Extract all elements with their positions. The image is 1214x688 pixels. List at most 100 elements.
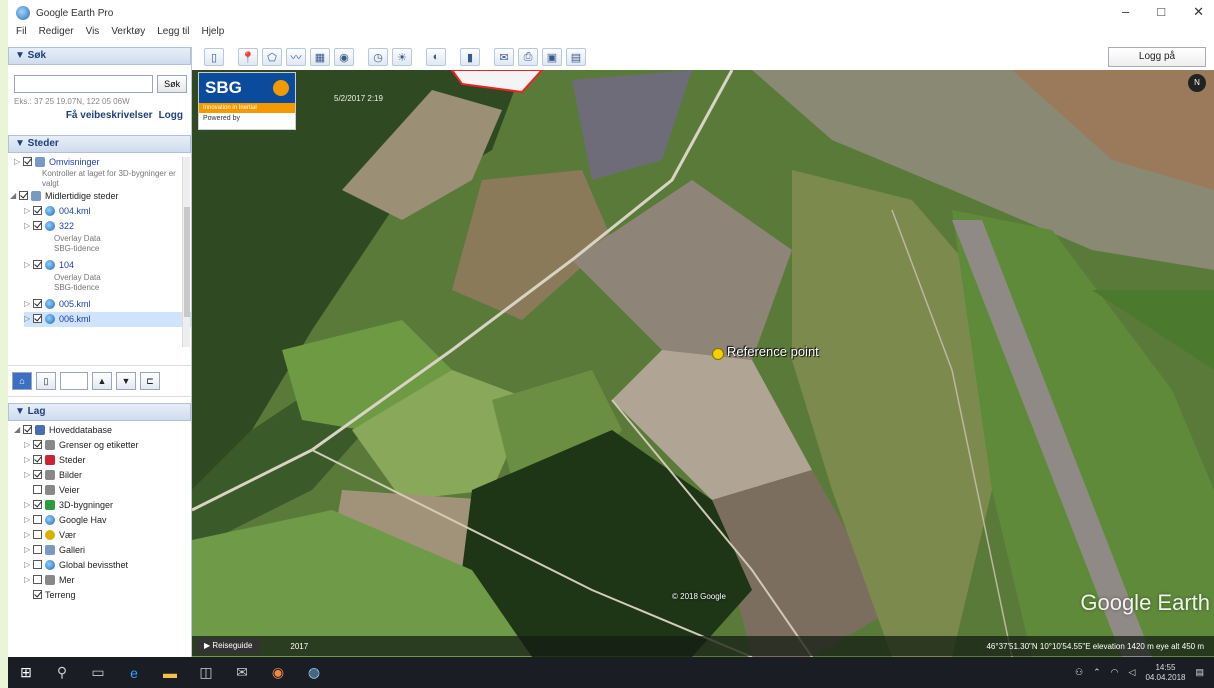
clock[interactable]: 14:55 04.04.2018 — [1145, 663, 1185, 683]
menu-help[interactable]: Hjelp — [201, 26, 225, 37]
menu-file[interactable]: Fil — [16, 26, 27, 37]
email-icon[interactable]: ✉ — [494, 48, 514, 66]
collapse-icon[interactable]: ◢ — [14, 425, 21, 434]
checkbox-icon[interactable] — [33, 530, 42, 539]
expand-icon[interactable]: ▷ — [24, 515, 31, 524]
expand-icon[interactable]: ▷ — [24, 206, 31, 215]
search-panel-header[interactable]: ▼ Søk — [8, 47, 191, 65]
layer-item[interactable]: ▷Global bevissthet — [24, 558, 191, 573]
windows-start-icon[interactable]: ⊞ — [20, 664, 32, 680]
layers-panel-header[interactable]: ▼ Lag — [8, 403, 191, 421]
checkbox-icon[interactable] — [33, 314, 42, 323]
directions-link[interactable]: Få veibeskrivelser — [65, 110, 153, 121]
layer-item[interactable]: ▷Mer — [24, 573, 191, 588]
layer-item[interactable]: ▷3D-bygninger — [24, 498, 191, 513]
history-icon[interactable]: ◷ — [368, 48, 388, 66]
maps-icon[interactable]: ▤ — [566, 48, 586, 66]
layer-item[interactable]: ▷Galleri — [24, 543, 191, 558]
layer-item[interactable]: ▷Grenser og etiketter — [24, 438, 191, 453]
file-explorer-icon[interactable]: ▬ — [163, 664, 177, 681]
folder-open-icon[interactable]: ⊏ — [140, 372, 160, 390]
store-icon[interactable]: ◫ — [199, 664, 213, 680]
overlay-icon[interactable]: ▦ — [310, 48, 330, 66]
polygon-icon[interactable]: ⬠ — [262, 48, 282, 66]
layer-item[interactable]: ▷Google Hav — [24, 513, 191, 528]
layer-item[interactable]: ▷Vær — [24, 528, 191, 543]
path-icon[interactable]: 〰 — [286, 48, 306, 66]
menu-edit[interactable]: Rediger — [38, 26, 74, 37]
task-view-icon[interactable]: ▭ — [91, 664, 105, 680]
minimize-button[interactable]: – — [1122, 4, 1130, 19]
checkbox-icon[interactable] — [33, 590, 42, 599]
move-down-icon[interactable]: ▼ — [116, 372, 136, 390]
expand-icon[interactable]: ▷ — [24, 455, 31, 464]
expand-icon[interactable]: ▷ — [24, 545, 31, 554]
expand-icon[interactable]: ▷ — [24, 440, 31, 449]
expand-icon[interactable]: ▷ — [24, 500, 31, 509]
checkbox-icon[interactable] — [33, 500, 42, 509]
print-icon[interactable]: ⎙ — [518, 48, 538, 66]
tree-item-004[interactable]: ▷ 004.kml — [24, 204, 191, 219]
ruler-icon[interactable]: ▮ — [460, 48, 480, 66]
menu-tools[interactable]: Verktøy — [111, 26, 146, 37]
save-image-icon[interactable]: ▣ — [542, 48, 562, 66]
planets-icon[interactable]: ◐ — [426, 48, 446, 66]
places-panel-header[interactable]: ▼ Steder — [8, 135, 191, 153]
panel-icon[interactable]: ▯ — [36, 372, 56, 390]
checkbox-icon[interactable] — [19, 191, 28, 200]
placemark-label[interactable]: Reference point — [727, 344, 819, 359]
checkbox-icon[interactable] — [33, 206, 42, 215]
mail-icon[interactable]: ✉ — [236, 664, 248, 680]
login-button[interactable]: Logg på — [1108, 47, 1206, 67]
expand-icon[interactable]: ▷ — [24, 260, 31, 269]
checkbox-icon[interactable] — [33, 545, 42, 554]
sidebar-toggle-icon[interactable]: ▯ — [204, 48, 224, 66]
tree-item-tours[interactable]: ▷ Omvisninger — [14, 155, 191, 169]
compass-icon[interactable]: N — [1188, 74, 1206, 92]
checkbox-icon[interactable] — [33, 299, 42, 308]
map-view[interactable]: SBG Innovation in Inertial Powered by 5/… — [192, 70, 1214, 657]
tour-icon[interactable]: ◉ — [334, 48, 354, 66]
move-up-icon[interactable]: ▲ — [92, 372, 112, 390]
placemark-pin-icon[interactable] — [712, 348, 724, 360]
checkbox-icon[interactable] — [33, 560, 42, 569]
layer-item[interactable]: ◢Hoveddatabase — [14, 423, 191, 438]
checkbox-icon[interactable] — [33, 485, 42, 494]
menu-add[interactable]: Legg til — [157, 26, 190, 37]
volume-icon[interactable]: ◁ — [1128, 667, 1136, 677]
network-icon[interactable]: ◠ — [1110, 667, 1119, 677]
checkbox-icon[interactable] — [33, 575, 42, 584]
places-filter-field[interactable] — [60, 372, 88, 390]
expand-icon[interactable]: ▷ — [14, 157, 21, 166]
tree-item-006[interactable]: ▷ 006.kml — [24, 312, 191, 327]
places-scrollbar[interactable] — [182, 157, 190, 347]
tree-item-temp-places[interactable]: ◢ Midlertidige steder — [10, 189, 191, 204]
search-input[interactable] — [14, 75, 154, 93]
tour-guide-button[interactable]: ▶ Reiseguide — [196, 638, 261, 654]
tray-expand-icon[interactable]: ⌃ — [1093, 667, 1101, 677]
notifications-icon[interactable]: ▤ — [1195, 667, 1204, 677]
history-link[interactable]: Logg — [158, 110, 183, 121]
menu-view[interactable]: Vis — [85, 26, 100, 37]
collapse-icon[interactable]: ◢ — [10, 191, 17, 200]
people-icon[interactable]: ⚇ — [1075, 667, 1084, 677]
expand-icon[interactable]: ▷ — [24, 221, 31, 230]
google-earth-taskbar-icon[interactable]: ◍ — [307, 664, 321, 680]
search-icon[interactable]: ⚲ — [56, 664, 68, 680]
layer-item[interactable]: Terreng — [24, 588, 191, 603]
tree-item-104[interactable]: ▷ 104 — [24, 258, 191, 273]
maximize-button[interactable]: □ — [1157, 4, 1166, 19]
tree-item-005[interactable]: ▷ 005.kml — [24, 297, 191, 312]
placemark-icon[interactable]: 📍 — [238, 48, 258, 66]
expand-icon[interactable]: ▷ — [24, 314, 31, 323]
search-places-icon[interactable]: ⌂ — [12, 372, 32, 390]
expand-icon[interactable]: ▷ — [24, 530, 31, 539]
layer-item[interactable]: ▷Bilder — [24, 468, 191, 483]
expand-icon[interactable]: ▷ — [24, 470, 31, 479]
search-button[interactable]: Søk — [157, 75, 187, 93]
scroll-thumb[interactable] — [184, 207, 190, 317]
layer-item[interactable]: ▷Steder — [24, 453, 191, 468]
checkbox-icon[interactable] — [23, 157, 32, 166]
checkbox-icon[interactable] — [23, 425, 32, 434]
checkbox-icon[interactable] — [33, 260, 42, 269]
